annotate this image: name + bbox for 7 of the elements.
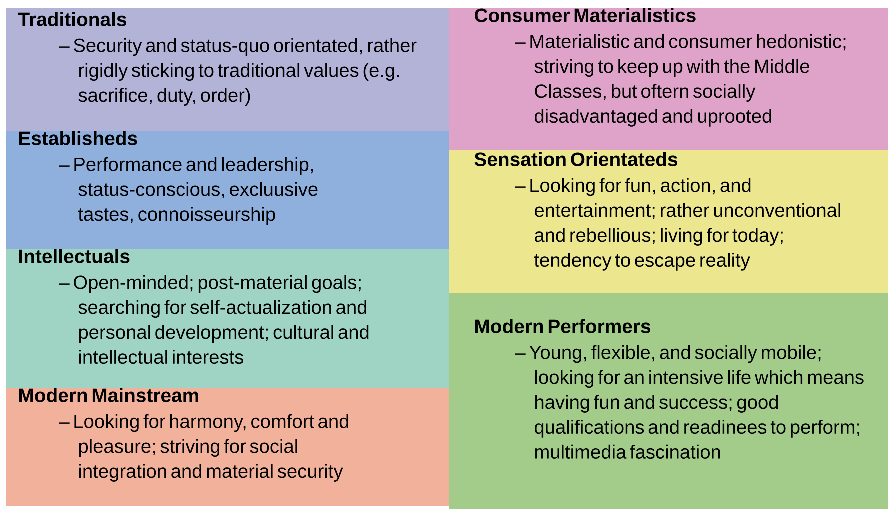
segment-box: Sensation Orientateds – Looking for fun, action, and entertainment; rather unconventional and rebellious; living for today; tendency to escape reality bbox=[449, 150, 888, 294]
segment-box: Traditionals – Security and status-quo orientated, rather rigidly sticking to traditional values (e.g. sacrifice, duty, order) bbox=[6, 8, 450, 132]
segment-box: Consumer Materialistics – Materialistic and consumer hedonistic; striving to keep up with the Middle Classes, but oftern socially disadvantaged and uprooted bbox=[449, 8, 888, 150]
segment-box: Establisheds – Performance and leadership, status-conscious, excluusive tastes, connoisseurship bbox=[6, 131, 450, 250]
segment-box: Modern Mainstream – Looking for harmony, comfort and pleasure; striving for social integration and material security bbox=[6, 388, 450, 506]
segment-box: Modern Performers – Young, flexible, and socially mobile; looking for an intensive life which means having fun and success; good qualifications and readinees to perform; multimedia fascination bbox=[449, 293, 888, 509]
segment-box: Intellectuals – Open-minded; post-material goals; searching for self-actualization and personal development; cultural and intellectual interests bbox=[6, 249, 450, 388]
